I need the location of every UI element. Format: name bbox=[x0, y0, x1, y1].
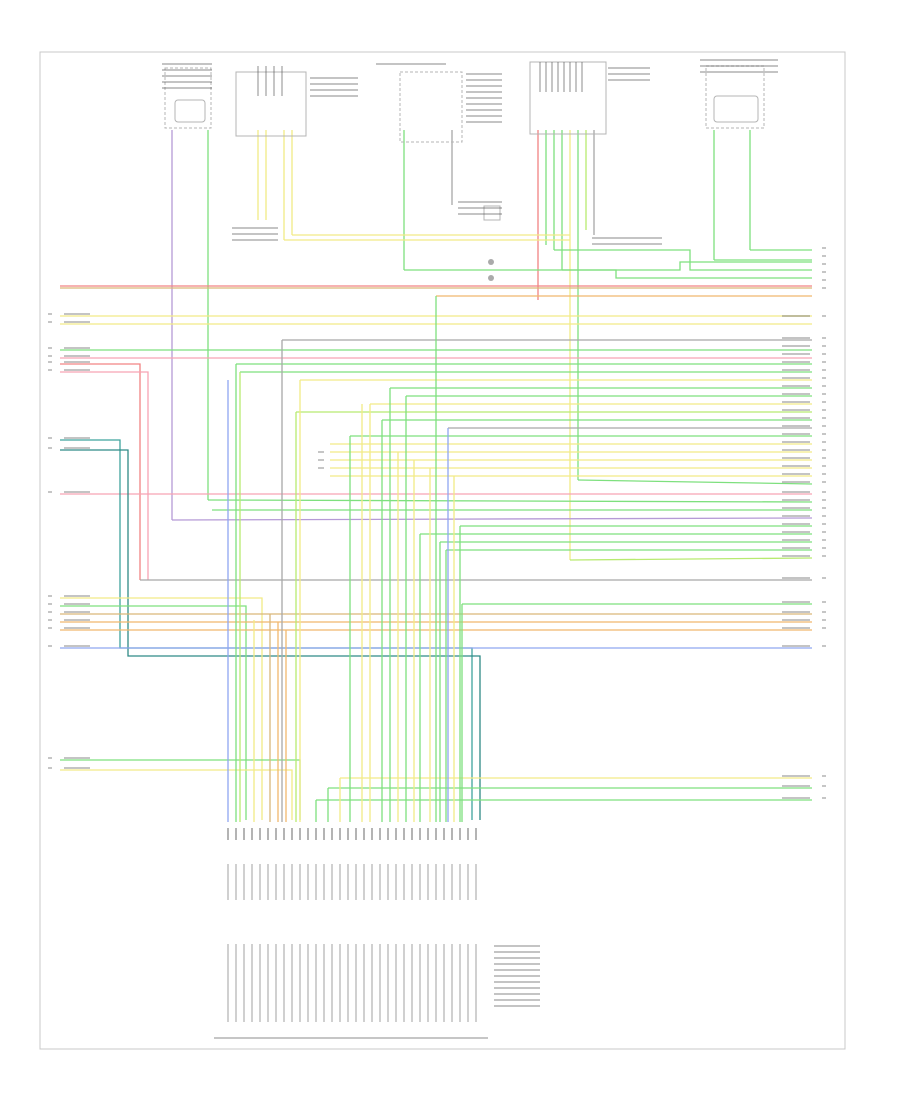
diagram-frame bbox=[39, 51, 846, 1050]
wire bbox=[207, 499, 813, 503]
label-layer bbox=[48, 59, 826, 1022]
wire bbox=[60, 597, 263, 820]
ground-icon bbox=[488, 259, 494, 265]
wire bbox=[60, 769, 293, 820]
splice-box bbox=[483, 205, 501, 221]
wire bbox=[577, 479, 813, 485]
connector-icon bbox=[713, 95, 759, 123]
wire bbox=[171, 517, 813, 521]
connector-icon bbox=[174, 99, 206, 123]
wire bbox=[60, 371, 149, 580]
wire bbox=[60, 363, 141, 580]
component-box-module bbox=[529, 61, 607, 135]
wire bbox=[562, 261, 812, 271]
component-box-switch bbox=[235, 71, 307, 137]
component-box-left-sensor bbox=[164, 67, 212, 129]
wire bbox=[569, 557, 813, 561]
component-layer bbox=[164, 61, 765, 1039]
wire-layer bbox=[60, 130, 813, 822]
wire bbox=[554, 249, 812, 271]
wire bbox=[404, 269, 812, 279]
component-box-relay bbox=[399, 71, 463, 143]
wire bbox=[60, 449, 481, 820]
wire bbox=[60, 605, 247, 820]
wire bbox=[60, 759, 301, 820]
ground-icon bbox=[488, 275, 494, 281]
